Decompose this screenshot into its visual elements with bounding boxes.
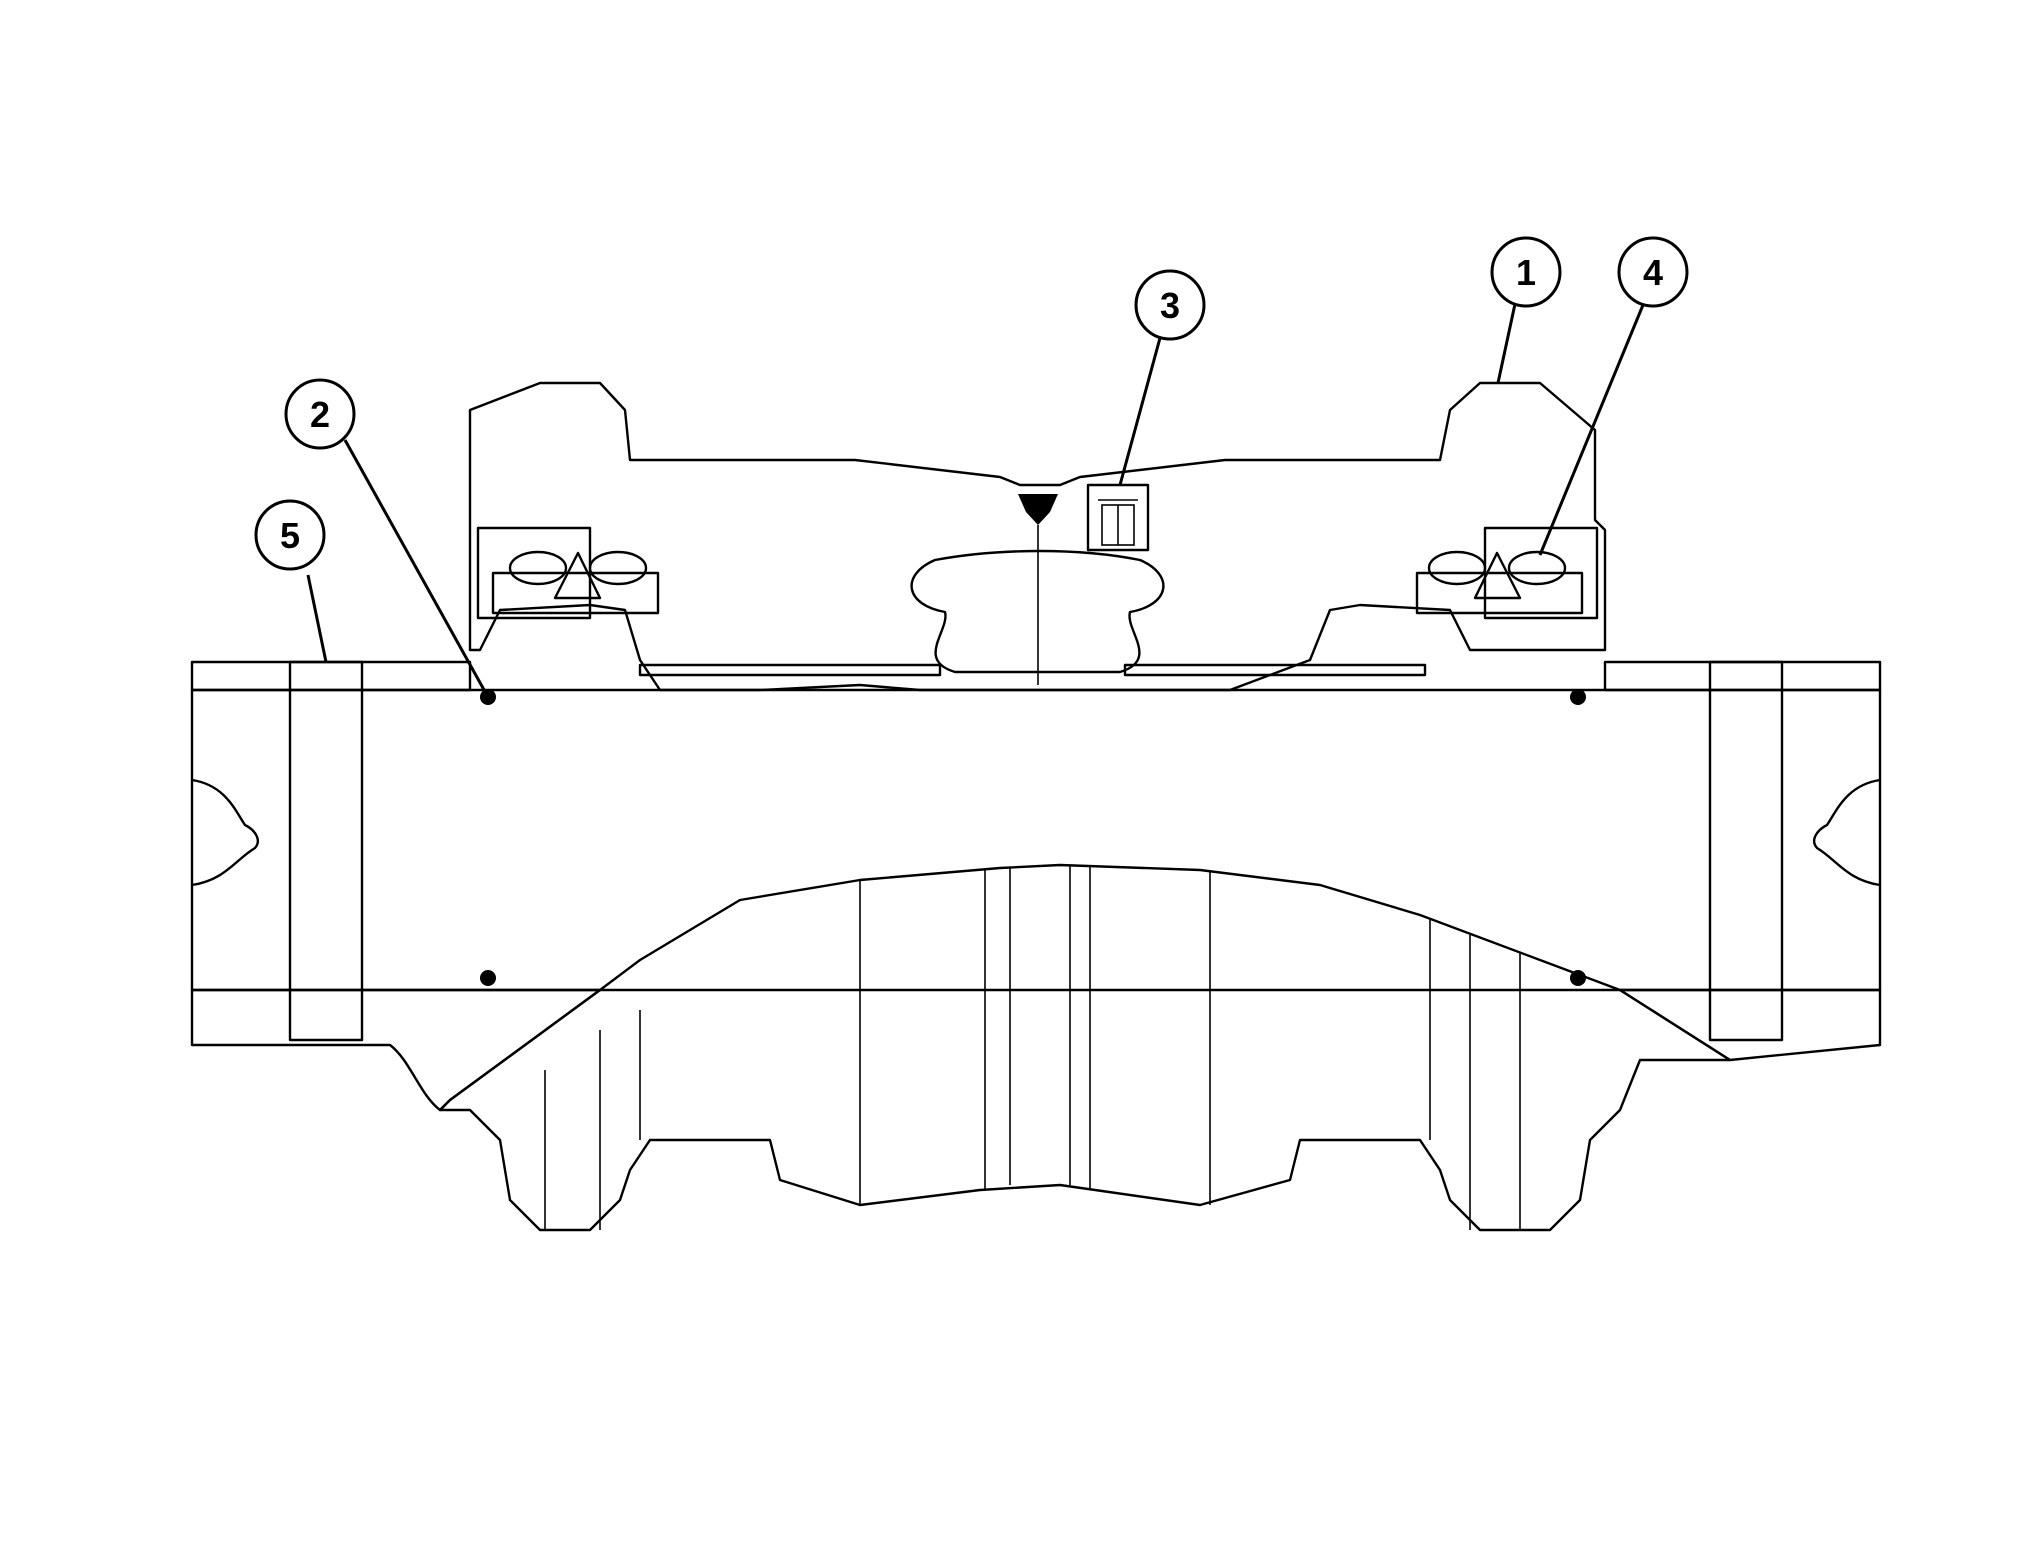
callout-4-label: 4 [1643,252,1663,293]
retaining-pin-left [288,660,364,1042]
weld-bead [1018,494,1058,525]
seal-toric-right-b [1507,550,1567,586]
leader-2 [343,439,490,698]
bushing-left [638,663,942,677]
seal-toric-left-a [508,550,568,586]
collar-right-lower [1618,988,1882,1062]
roller-body-lower-profile [438,863,1732,1232]
collar-left-lower [190,988,602,1112]
center-web-cavity [910,549,1165,674]
callout-3-label: 3 [1160,285,1180,326]
leader-5 [306,574,328,663]
bushing-right [1123,663,1427,677]
o-ring-upper-right [1570,689,1586,705]
fill-plug [1086,483,1150,552]
callout-2: 2 [284,378,356,450]
roller-body-upper-section [468,381,1607,692]
callout-5: 5 [254,499,326,571]
collar-right-upper [1603,660,1882,692]
seal-toric-left-b [588,550,648,586]
callout-4: 4 [1617,236,1689,308]
seal-ring-right [1415,571,1584,615]
callout-5-label: 5 [280,515,300,556]
seal-toric-right-a [1427,550,1487,586]
shaft-end-left-groove [191,778,259,887]
seal-ring-left [491,571,660,615]
shaft-end-right-groove [1813,778,1881,887]
collar-left-upper [190,660,472,692]
callout-2-label: 2 [310,394,330,435]
leader-4 [1538,304,1645,556]
retaining-pin-right [1708,660,1784,1042]
o-ring-lower-left [480,970,496,986]
shaft [190,688,1882,992]
callout-1-label: 1 [1516,252,1536,293]
callout-1: 1 [1490,236,1562,308]
leader-3 [1118,337,1162,486]
callout-3: 3 [1134,269,1206,341]
